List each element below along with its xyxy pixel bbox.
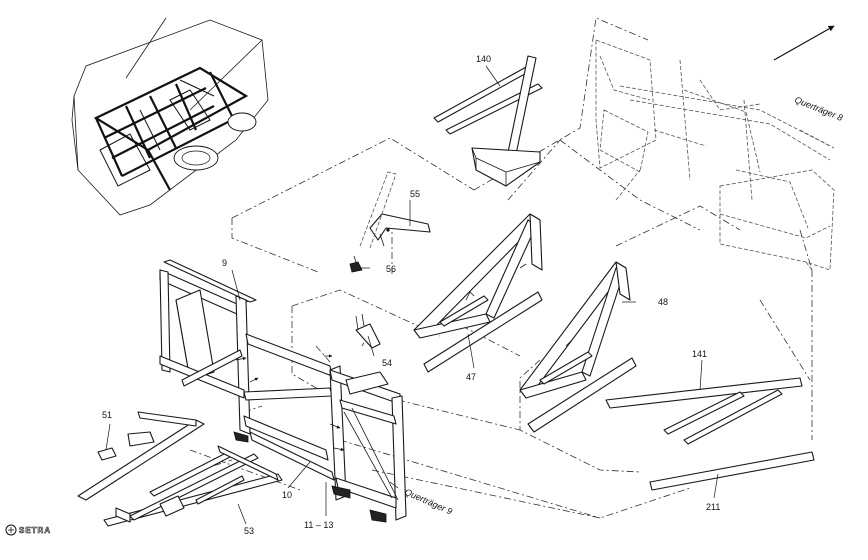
label-53: 53 xyxy=(244,526,254,536)
label-47: 47 xyxy=(466,372,476,382)
label-54: 54 xyxy=(382,358,392,368)
label-56: 56 xyxy=(386,264,396,274)
label-48: 48 xyxy=(658,297,668,307)
part-140 xyxy=(433,55,543,187)
part-56 xyxy=(349,255,363,273)
leader-lines xyxy=(105,65,719,525)
label-141: 141 xyxy=(692,349,707,359)
label-10: 10 xyxy=(282,490,292,500)
setra-logo-icon: SETRA xyxy=(5,524,51,536)
part-55 xyxy=(359,171,431,249)
arrow-up-right-icon xyxy=(773,25,835,61)
label-9: 9 xyxy=(222,258,227,268)
assembly-lines xyxy=(189,17,813,519)
part-211 xyxy=(649,451,815,491)
part-48 xyxy=(519,261,637,433)
label-140: 140 xyxy=(476,54,491,64)
part-47 xyxy=(413,213,543,373)
part-54 xyxy=(355,313,381,349)
logo-brand-text: SETRA xyxy=(19,526,51,535)
label-211: 211 xyxy=(706,502,720,512)
label-11-13: 11 – 13 xyxy=(304,520,333,530)
label-55: 55 xyxy=(410,189,420,199)
part-51 xyxy=(77,411,205,501)
part-9-10-11-13-frame xyxy=(159,259,407,523)
part-141 xyxy=(605,377,803,445)
label-quertraeger-8: Querträger 8 xyxy=(793,95,844,123)
label-51: 51 xyxy=(102,410,112,420)
label-quertraeger-9: Querträger 9 xyxy=(403,487,454,517)
installed-frame-ghost xyxy=(595,39,835,271)
vehicle-overview-thumbnail xyxy=(71,17,269,216)
part-53 xyxy=(103,445,283,527)
